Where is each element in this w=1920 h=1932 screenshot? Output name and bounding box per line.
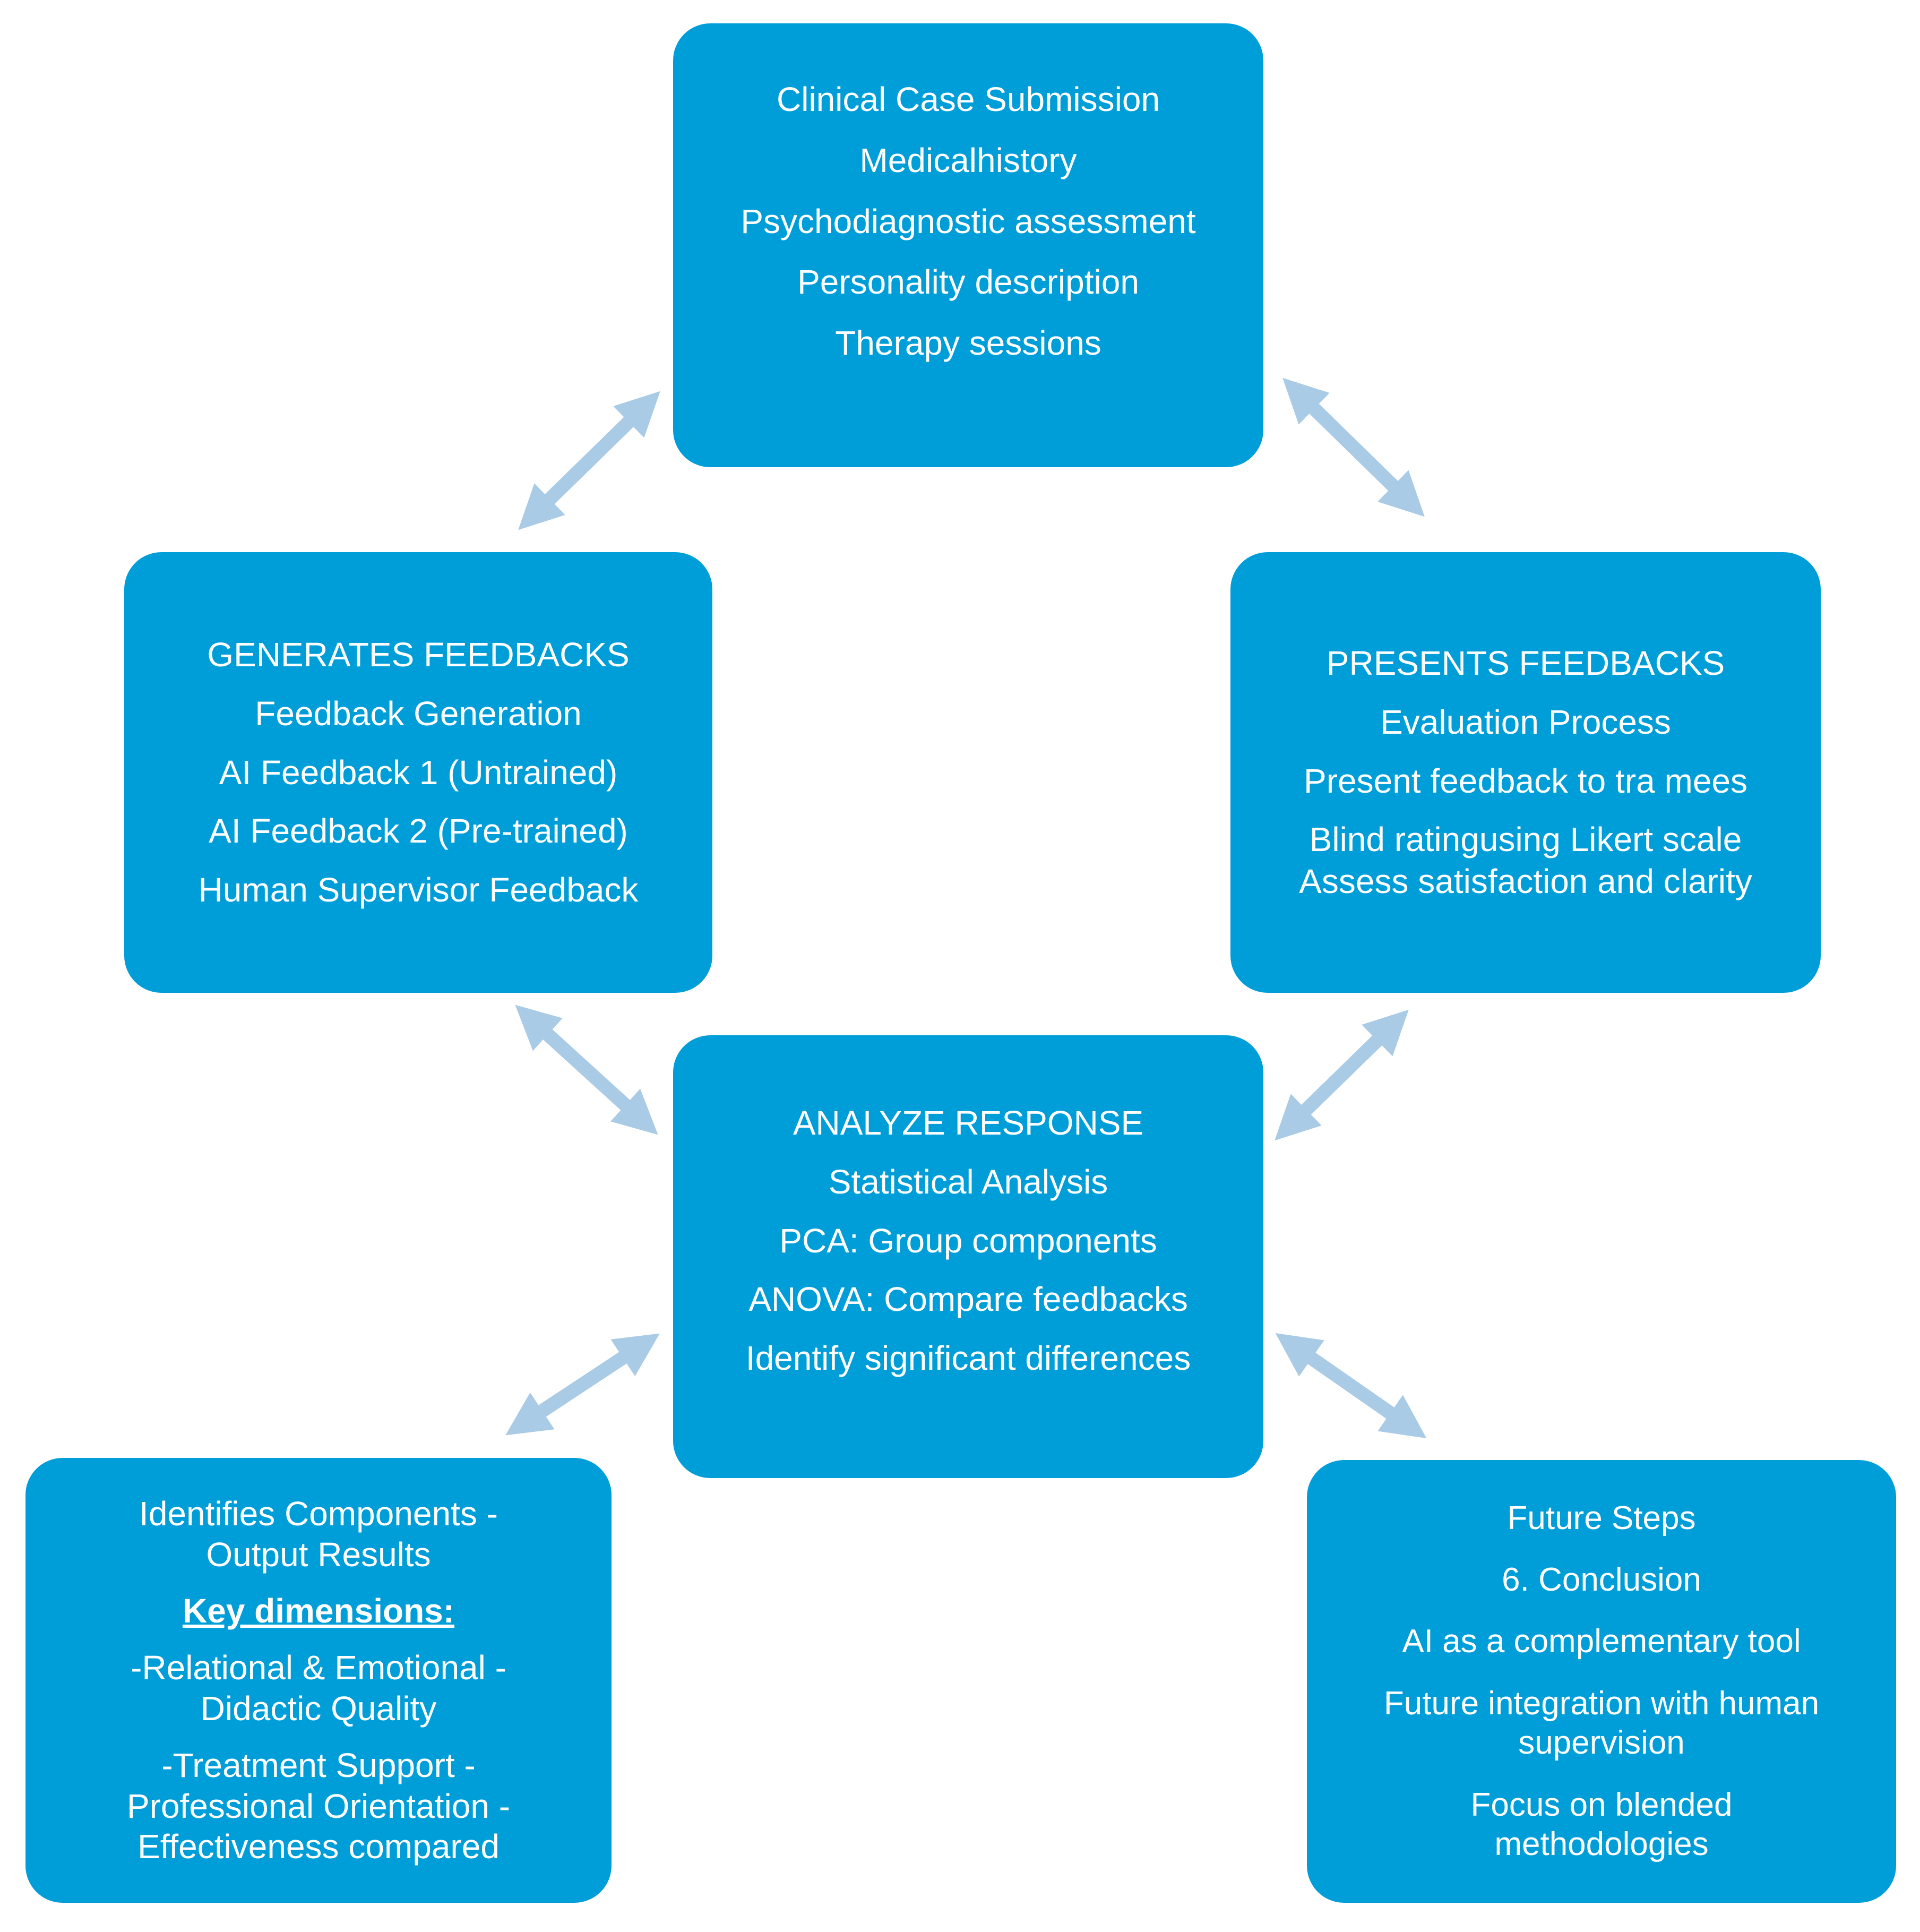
box-line: Effectiveness compared: [137, 1827, 500, 1866]
box-line: Blind ratingusing Likert scale: [1309, 820, 1742, 859]
presents-feedbacks-box: PRESENTS FEEDBACKS Evaluation Process Pr…: [1230, 552, 1821, 993]
box-line: Professional Orientation -: [126, 1787, 511, 1825]
box-line: supervision: [1518, 1724, 1685, 1762]
box-line: Focus on blended: [1470, 1786, 1733, 1823]
box-heading: PRESENTS FEEDBACKS: [1326, 644, 1725, 682]
box-line: Medicalhistory: [859, 141, 1077, 179]
box-line: AI Feedback 2 (Pre-trained): [209, 812, 628, 851]
arrow-center-bottom-left: [505, 1333, 660, 1436]
box-line: Assess satisfaction and clarity: [1299, 862, 1752, 901]
arrow-top-right: [1282, 377, 1425, 517]
box-line: Therapy sessions: [835, 324, 1101, 363]
box-line: Present feedback to tra mees: [1304, 761, 1747, 800]
box-line: Feedback Generation: [255, 694, 582, 733]
box-line: Identify significant differences: [745, 1339, 1191, 1378]
box-line: -Treatment Support -: [161, 1746, 476, 1784]
box-line: Future integration with human: [1383, 1685, 1820, 1722]
box-line: Statistical Analysis: [828, 1162, 1108, 1201]
arrow-center-bottom-right: [1275, 1333, 1427, 1439]
box-line: methodologies: [1494, 1825, 1709, 1862]
arrow-right-center: [1275, 1009, 1409, 1141]
box-line: AI Feedback 1 (Untrained): [219, 753, 618, 792]
box-heading: ANALYZE RESPONSE: [793, 1104, 1144, 1142]
box-line: ANOVA: Compare feedbacks: [748, 1280, 1188, 1319]
arrow-left-center: [515, 1004, 658, 1135]
box-line: Evaluation Process: [1380, 702, 1671, 741]
box-line: Personality description: [797, 263, 1139, 302]
box-line: -Relational & Emotional -: [131, 1648, 506, 1687]
box-line: Output Results: [206, 1535, 431, 1574]
box-line: 6. Conclusion: [1502, 1561, 1701, 1599]
generates-feedbacks-box: GENERATES FEEDBACKS Feedback Generation …: [124, 552, 712, 993]
box-line: AI as a complementary tool: [1402, 1623, 1801, 1660]
future-steps-box: Future Steps 6. Conclusion AI as a compl…: [1307, 1460, 1896, 1903]
box-line: Human Supervisor Feedback: [198, 871, 639, 909]
box-heading: Future Steps: [1507, 1499, 1696, 1536]
box-heading: GENERATES FEEDBACKS: [207, 636, 630, 674]
analyze-response-box: ANALYZE RESPONSE Statistical Analysis PC…: [673, 1035, 1263, 1478]
identifies-components-box: Identifies Components - Output Results K…: [25, 1458, 612, 1903]
key-dimensions-heading: Key dimensions:: [182, 1592, 455, 1630]
box-line: Didactic Quality: [200, 1689, 437, 1728]
clinical-case-submission-box: Clinical Case Submission Medicalhistory …: [673, 23, 1263, 467]
box-line: Psychodiagnostic assessment: [741, 202, 1196, 241]
box-line: Identifies Components -: [139, 1494, 498, 1533]
box-line: Clinical Case Submission: [776, 80, 1160, 118]
arrow-top-left: [518, 391, 660, 530]
box-line: PCA: Group components: [779, 1221, 1157, 1260]
